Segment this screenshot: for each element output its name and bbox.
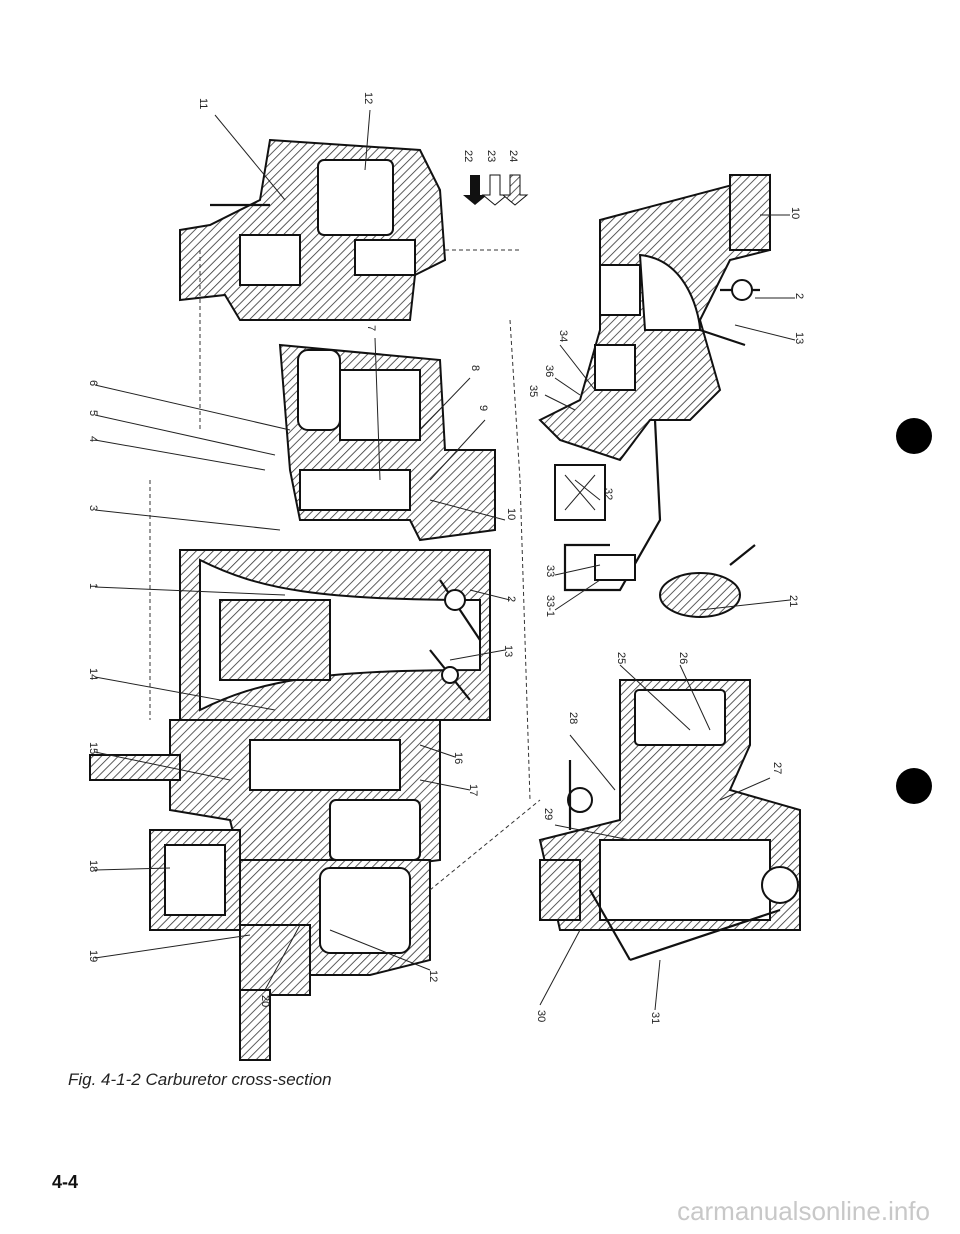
callout-11: 11 xyxy=(197,98,209,109)
page-number: 4-4 xyxy=(52,1172,79,1192)
callout-28: 28 xyxy=(567,712,579,724)
callout-7: 7 xyxy=(365,325,377,331)
legend-label-24: 24 xyxy=(507,150,519,162)
callout-10-right: 10 xyxy=(789,207,801,219)
callout-13-right: 13 xyxy=(793,332,805,344)
callout-2-main: 2 xyxy=(505,596,517,602)
callout-18: 18 xyxy=(87,860,99,872)
callout-20: 20 xyxy=(259,995,271,1007)
callout-33: 33 xyxy=(544,565,556,577)
callout-13-main: 13 xyxy=(502,645,514,657)
legend-arrow-24 xyxy=(501,174,529,206)
callout-9: 9 xyxy=(477,405,489,411)
callout-15: 15 xyxy=(87,742,99,754)
flow-legend: 22 23 24 xyxy=(462,150,529,206)
binder-hole-top xyxy=(896,418,932,454)
binder-hole-bottom xyxy=(896,768,932,804)
callout-8: 8 xyxy=(469,365,481,371)
callout-2-right: 2 xyxy=(793,293,805,299)
callout-32: 32 xyxy=(602,488,614,500)
callout-labels: 1 3 4 5 6 14 15 18 19 11 12 7 8 9 10 2 1… xyxy=(87,92,805,1024)
callout-25: 25 xyxy=(615,652,627,664)
callout-16: 16 xyxy=(452,752,464,764)
callout-29: 29 xyxy=(542,808,554,820)
callout-19: 19 xyxy=(87,950,99,962)
watermark-text: carmanualsonline.info xyxy=(677,1196,930,1226)
callout-6: 6 xyxy=(87,380,99,386)
main-carburetor-body xyxy=(89,319,541,1061)
legend-label-23: 23 xyxy=(485,150,497,162)
callout-5: 5 xyxy=(87,410,99,416)
callout-1: 1 xyxy=(87,583,99,589)
right-lower-assembly xyxy=(538,679,801,962)
callout-33-1: 33-1 xyxy=(544,595,556,617)
callout-4: 4 xyxy=(87,436,99,442)
callout-17: 17 xyxy=(467,784,479,796)
callout-21: 21 xyxy=(787,595,799,607)
legend-label-22: 22 xyxy=(462,150,474,162)
legend-arrow-23 xyxy=(481,174,509,206)
callout-12-top: 12 xyxy=(362,92,374,104)
callout-30: 30 xyxy=(535,1010,547,1022)
callout-10-main: 10 xyxy=(505,508,517,520)
callout-3: 3 xyxy=(87,505,99,511)
figure-caption: Fig. 4-1-2 Carburetor cross-section xyxy=(68,1070,332,1089)
callout-26: 26 xyxy=(677,652,689,664)
callout-35: 35 xyxy=(527,385,539,397)
upper-float-chamber xyxy=(179,138,520,430)
callout-14: 14 xyxy=(87,668,99,680)
callout-31: 31 xyxy=(649,1012,661,1024)
leader-lines xyxy=(94,109,796,1011)
legend-arrow-22 xyxy=(463,175,487,205)
callout-12-bottom: 12 xyxy=(427,970,439,982)
right-upper-assembly xyxy=(538,173,771,618)
callout-27: 27 xyxy=(771,762,783,774)
callout-36: 36 xyxy=(543,365,555,377)
callout-34: 34 xyxy=(557,330,569,342)
